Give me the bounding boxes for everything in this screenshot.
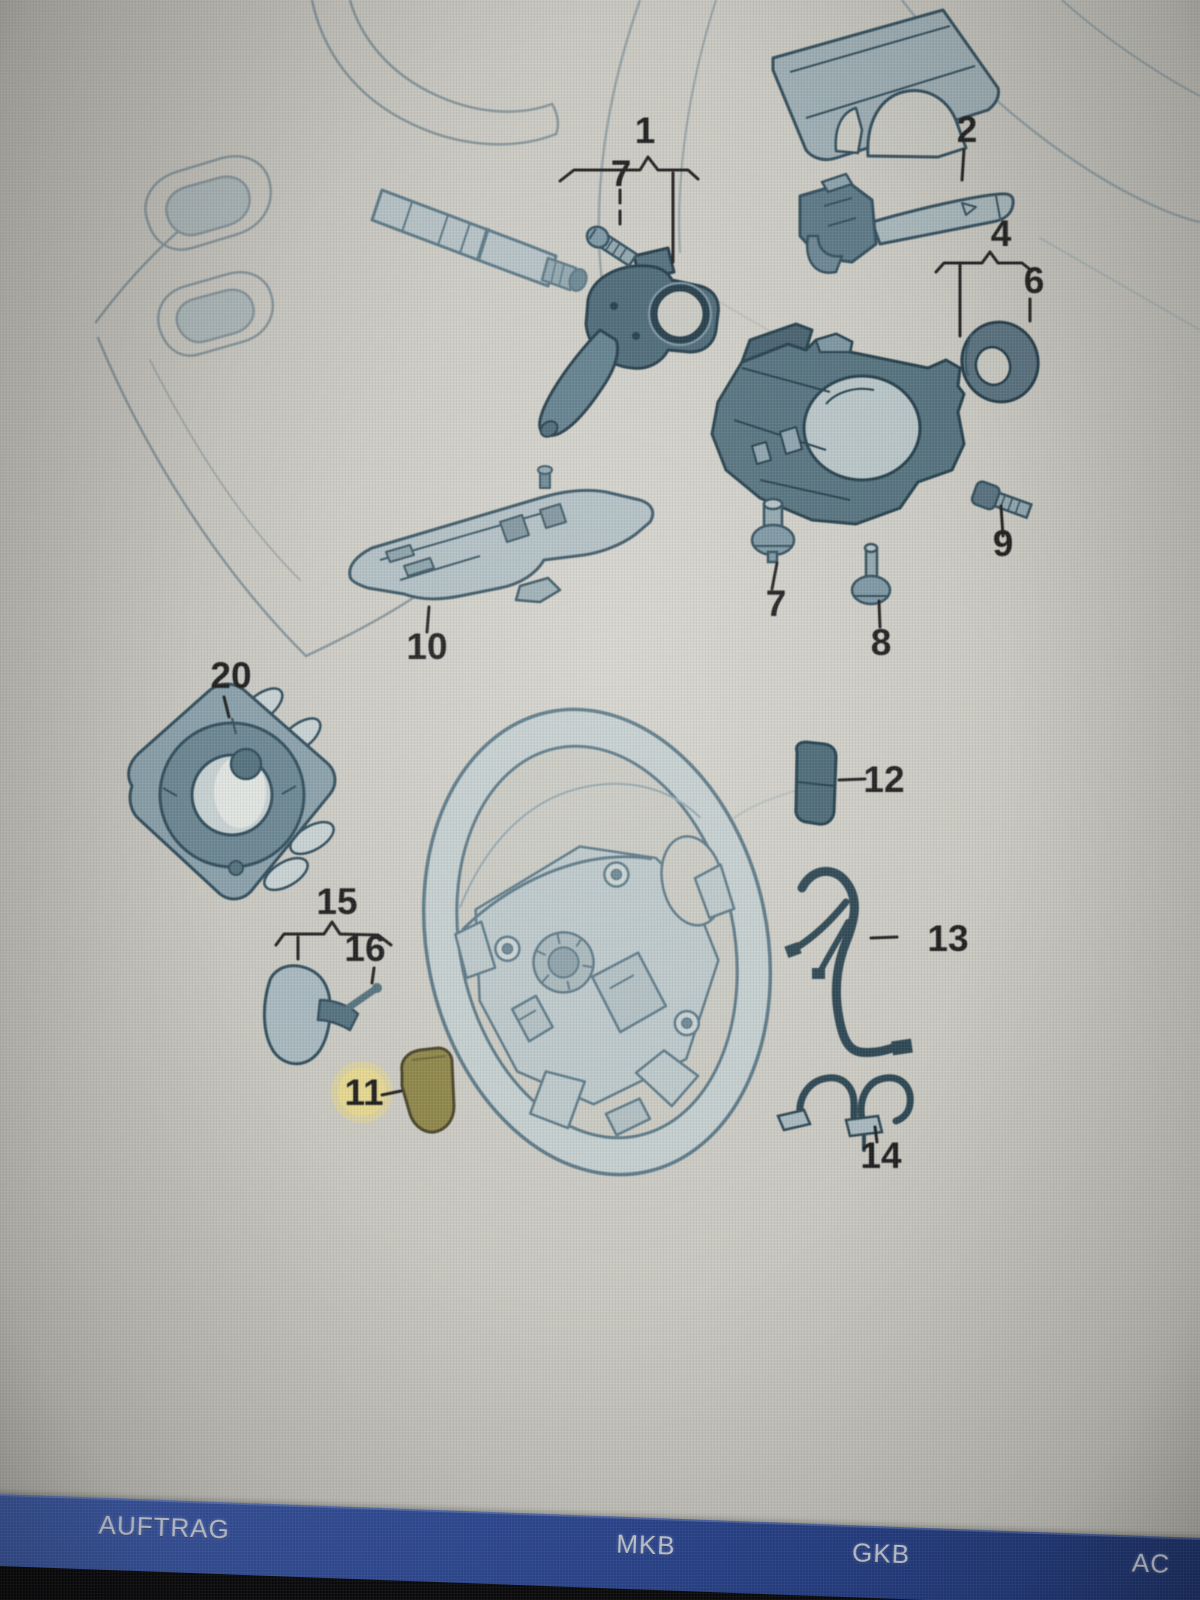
part-pin-16 — [344, 983, 382, 1012]
callout-7-top[interactable]: 7 — [611, 153, 632, 194]
part-combination-switch-1 — [538, 246, 720, 438]
svg-text:8: 8 — [871, 622, 892, 663]
callout-6[interactable]: 6 — [1024, 260, 1045, 301]
part-screw-8 — [850, 542, 892, 606]
part-steering-wheel — [421, 707, 773, 1177]
part-wiring-harness-13 — [784, 866, 913, 1057]
part-mounting-bracket-10 — [348, 465, 655, 604]
footer-field-mkb[interactable]: MKB — [615, 1528, 677, 1561]
part-lower-column-trim-4 — [710, 322, 966, 526]
part-screw-9 — [970, 480, 1033, 520]
svg-text:11: 11 — [344, 1072, 383, 1113]
svg-text:16: 16 — [344, 928, 385, 969]
callout-leader-lines — [222, 148, 1034, 1144]
callout-16[interactable]: 16 — [344, 928, 385, 969]
svg-text:4: 4 — [991, 213, 1012, 254]
part-bolt-7-top — [585, 225, 639, 268]
part-trim-piece-11-highlighted[interactable] — [400, 1046, 456, 1134]
part-screw-7 — [750, 497, 796, 564]
svg-text:20: 20 — [210, 655, 251, 696]
callout-1[interactable]: 1 — [635, 110, 656, 151]
part-stalk-switch-2 — [798, 172, 1015, 274]
callout-11[interactable]: 11 — [344, 1072, 383, 1113]
callout-7[interactable]: 7 — [766, 583, 787, 624]
svg-text:10: 10 — [406, 626, 447, 667]
callout-12[interactable]: 12 — [863, 759, 904, 800]
svg-text:1: 1 — [635, 110, 656, 151]
svg-text:12: 12 — [863, 759, 904, 800]
callout-15[interactable]: 15 — [316, 881, 357, 922]
part-ring-seal-6 — [960, 320, 1040, 404]
part-clock-spring-20 — [127, 682, 337, 901]
callout-8[interactable]: 8 — [871, 622, 892, 663]
footer-field-gkb[interactable]: GKB — [851, 1537, 911, 1570]
steering-column-shaft — [370, 188, 588, 292]
svg-text:14: 14 — [860, 1135, 902, 1176]
part-release-knob-15 — [262, 964, 360, 1066]
part-clips-14 — [776, 1074, 914, 1152]
footer-field-ac[interactable]: AC — [1131, 1547, 1171, 1579]
callout-4[interactable]: 4 — [991, 213, 1012, 254]
part-switch-12 — [794, 740, 838, 826]
svg-text:7: 7 — [611, 153, 632, 194]
callout-10[interactable]: 10 — [406, 626, 447, 667]
svg-text:7: 7 — [766, 583, 787, 624]
svg-text:9: 9 — [993, 523, 1014, 564]
svg-text:2: 2 — [957, 109, 978, 150]
part-upper-column-cover — [771, 8, 1000, 162]
svg-text:15: 15 — [316, 881, 357, 922]
svg-text:6: 6 — [1024, 260, 1045, 301]
exploded-parts-diagram: 1 7 2 4 6 7 8 9 10 11 12 13 14 15 16 20 — [94, 0, 1200, 1177]
svg-text:13: 13 — [927, 918, 968, 959]
footer-field-auftrag[interactable]: AUFTRAG — [98, 1509, 231, 1545]
callout-2[interactable]: 2 — [957, 109, 978, 150]
callout-13[interactable]: 13 — [927, 918, 968, 959]
callout-9[interactable]: 9 — [993, 523, 1014, 564]
callout-20[interactable]: 20 — [210, 655, 251, 696]
callout-14[interactable]: 14 — [860, 1135, 902, 1176]
callout-11-highlight-halo — [331, 1061, 403, 1123]
